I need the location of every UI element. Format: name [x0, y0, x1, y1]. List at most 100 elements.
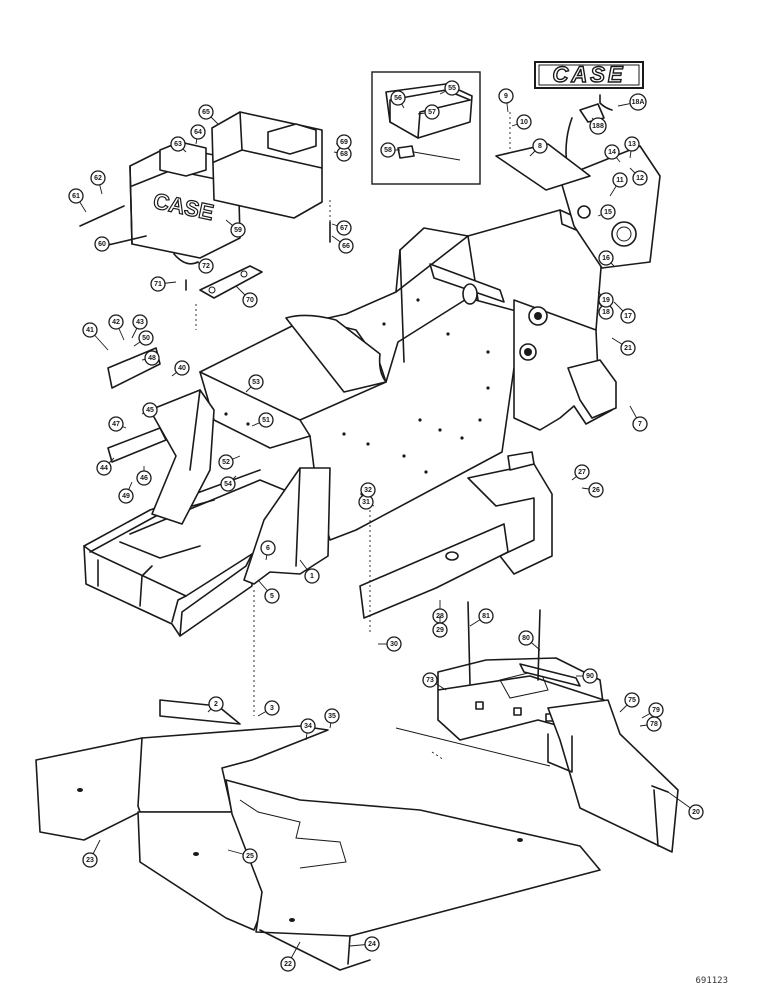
callout-circle [142, 402, 158, 418]
callout-number: 13 [628, 141, 636, 148]
callout-circle [582, 668, 598, 684]
callout-67: 67 [331, 220, 352, 236]
callout-number: 57 [428, 109, 436, 116]
callout-number: 18 [602, 309, 610, 316]
callout-5: 5 [257, 579, 280, 604]
callout-number: 59 [234, 227, 242, 234]
callout-circle [118, 488, 134, 504]
callout-number: 51 [262, 417, 270, 424]
callout-number: 16 [602, 255, 610, 262]
callout-number: 31 [362, 499, 370, 506]
callout-66: 66 [331, 235, 354, 254]
callout-number: 11 [616, 177, 624, 184]
callout-circle [422, 672, 438, 688]
callout-73: 73 [422, 672, 447, 691]
callout-26: 26 [581, 482, 604, 498]
callout-63: 63 [170, 136, 187, 153]
callout-number: 27 [578, 469, 586, 476]
callout-circle [144, 350, 160, 366]
callout-number: 78 [650, 721, 658, 728]
callout-circle [424, 104, 440, 120]
callout-circle [604, 144, 620, 160]
callout-number: 14 [608, 149, 616, 156]
callout-8: 8 [529, 138, 548, 157]
callout-50: 50 [133, 330, 154, 347]
callout-circle [478, 608, 494, 624]
callout-circle [624, 692, 640, 708]
callout-number: 66 [342, 243, 350, 250]
callout-29: 29 [432, 616, 448, 638]
callout-circle [136, 470, 152, 486]
callout-number: 68 [340, 151, 348, 158]
callout-circle [242, 292, 258, 308]
callout-circle [624, 136, 640, 152]
callout-circle [248, 374, 264, 390]
callout-circle [516, 114, 532, 130]
callout-10: 10 [511, 114, 532, 130]
callout-62: 62 [90, 170, 106, 195]
callout-circle [632, 416, 648, 432]
callout-number: 20 [692, 809, 700, 816]
callout-circle [218, 454, 234, 470]
callout-number: 62 [94, 175, 102, 182]
callout-18A: 18A [617, 93, 647, 111]
callout-41: 41 [82, 322, 109, 351]
callout-circle [264, 588, 280, 604]
callout-circle [220, 476, 236, 492]
callout-number: 67 [340, 225, 348, 232]
callout-circle [150, 276, 166, 292]
callout-17: 17 [613, 301, 636, 324]
callout-number: 21 [624, 345, 632, 352]
callout-circle [138, 330, 154, 346]
callout-65: 65 [198, 104, 219, 125]
callout-43: 43 [131, 314, 148, 339]
callout-circle [632, 170, 648, 186]
callout-number: 43 [136, 319, 144, 326]
callout-24: 24 [349, 936, 380, 952]
callout-circle [364, 936, 380, 952]
callout-circle [648, 702, 664, 718]
callout-3: 3 [257, 700, 280, 717]
callout-number: 56 [394, 95, 402, 102]
callout-6: 6 [260, 540, 276, 561]
callout-circle [336, 220, 352, 236]
callout-188: 188 [589, 117, 607, 135]
callout-circle [574, 464, 590, 480]
callout-54: 54 [220, 475, 237, 492]
callout-14: 14 [604, 144, 621, 163]
floor-pans [35, 699, 601, 971]
callout-number: 35 [328, 713, 336, 720]
callout-number: 10 [520, 119, 528, 126]
assembly-lines [195, 112, 511, 761]
callout-53: 53 [245, 374, 264, 393]
callout-number: 90 [586, 673, 594, 680]
callout-circle [532, 138, 548, 154]
callout-21: 21 [611, 337, 636, 356]
callout-61: 61 [68, 188, 87, 213]
callout-number: 45 [146, 407, 154, 414]
callout-69: 69 [335, 134, 352, 150]
callout-52: 52 [218, 454, 241, 470]
callout-60: 60 [94, 236, 112, 252]
callout-circle [174, 360, 190, 376]
callout-circle [108, 416, 124, 432]
callout-circle [324, 708, 340, 724]
callout-circle [96, 460, 112, 476]
callout-70: 70 [235, 285, 258, 308]
callout-number: 63 [174, 141, 182, 148]
callout-55: 55 [439, 80, 460, 96]
callout-circle [190, 124, 206, 140]
callout-72: 72 [195, 258, 214, 274]
callout-number: 26 [592, 487, 600, 494]
callout-number: 70 [246, 297, 254, 304]
callout-48: 48 [141, 350, 160, 366]
callout-number: 65 [202, 109, 210, 116]
callout-16: 16 [598, 250, 615, 267]
callout-number: 25 [246, 853, 254, 860]
callout-number: 64 [194, 129, 202, 136]
callout-13: 13 [624, 136, 640, 159]
callout-number: 53 [252, 379, 260, 386]
callout-circle [280, 956, 296, 972]
